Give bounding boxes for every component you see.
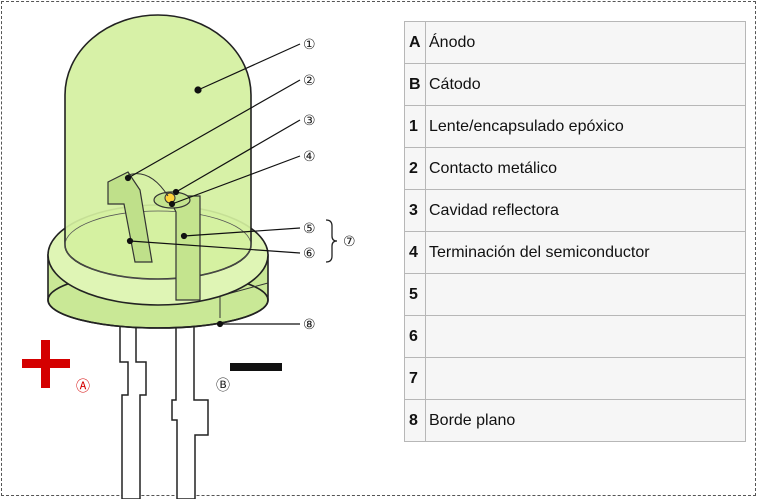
legend-desc [425,315,746,358]
legend-key: 6 [404,315,426,358]
legend-desc: Terminación del semiconductor [425,231,746,274]
legend-key: 5 [404,273,426,316]
legend-key: B [404,63,426,106]
callout-8: ⑧ [303,317,316,333]
anode-lead [119,299,147,499]
legend-key: 2 [404,147,426,190]
legend-row: 7 [404,357,746,400]
legend-key: 7 [404,357,426,400]
brace-icon [325,219,338,263]
legend-key: 4 [404,231,426,274]
legend-key: 1 [404,105,426,148]
legend-desc: Borde plano [425,399,746,442]
callout-1: ① [303,37,316,53]
legend-desc [425,357,746,400]
callout-7: ⑦ [343,234,356,250]
legend-key: A [404,21,426,64]
legend-key: 3 [404,189,426,232]
callout-5: ⑤ [303,221,316,237]
anode-label: Ⓐ [76,379,90,395]
led-body [47,14,269,329]
callout-6: ⑥ [303,246,316,262]
leader-lines [124,43,301,328]
minus-sign-icon [230,363,282,371]
legend-desc: Contacto metálico [425,147,746,190]
led-diagram: ① ② ③ ④ ⑤ ⑥ ⑦ ⑧ Ⓐ Ⓑ [22,14,356,499]
legend-desc: Cátodo [425,63,746,106]
cathode-lead [171,299,209,499]
anvil-post [107,171,153,263]
callout-labels: ① ② ③ ④ ⑤ ⑥ ⑦ ⑧ [303,37,356,333]
legend-desc: Ánodo [425,21,746,64]
epoxy-lens [64,14,252,280]
legend-key: 8 [404,399,426,442]
plus-sign-icon [22,340,70,388]
callout-4: ④ [303,149,316,165]
leads [119,299,209,499]
callout-3: ③ [303,113,316,129]
legend-desc [425,273,746,316]
cathode-label: Ⓑ [216,378,230,394]
callout-2: ② [303,73,316,89]
legend-row: 5 [404,273,746,316]
legend-row: 6 [404,315,746,358]
legend-desc: Lente/encapsulado epóxico [425,105,746,148]
legend-desc: Cavidad reflectora [425,189,746,232]
